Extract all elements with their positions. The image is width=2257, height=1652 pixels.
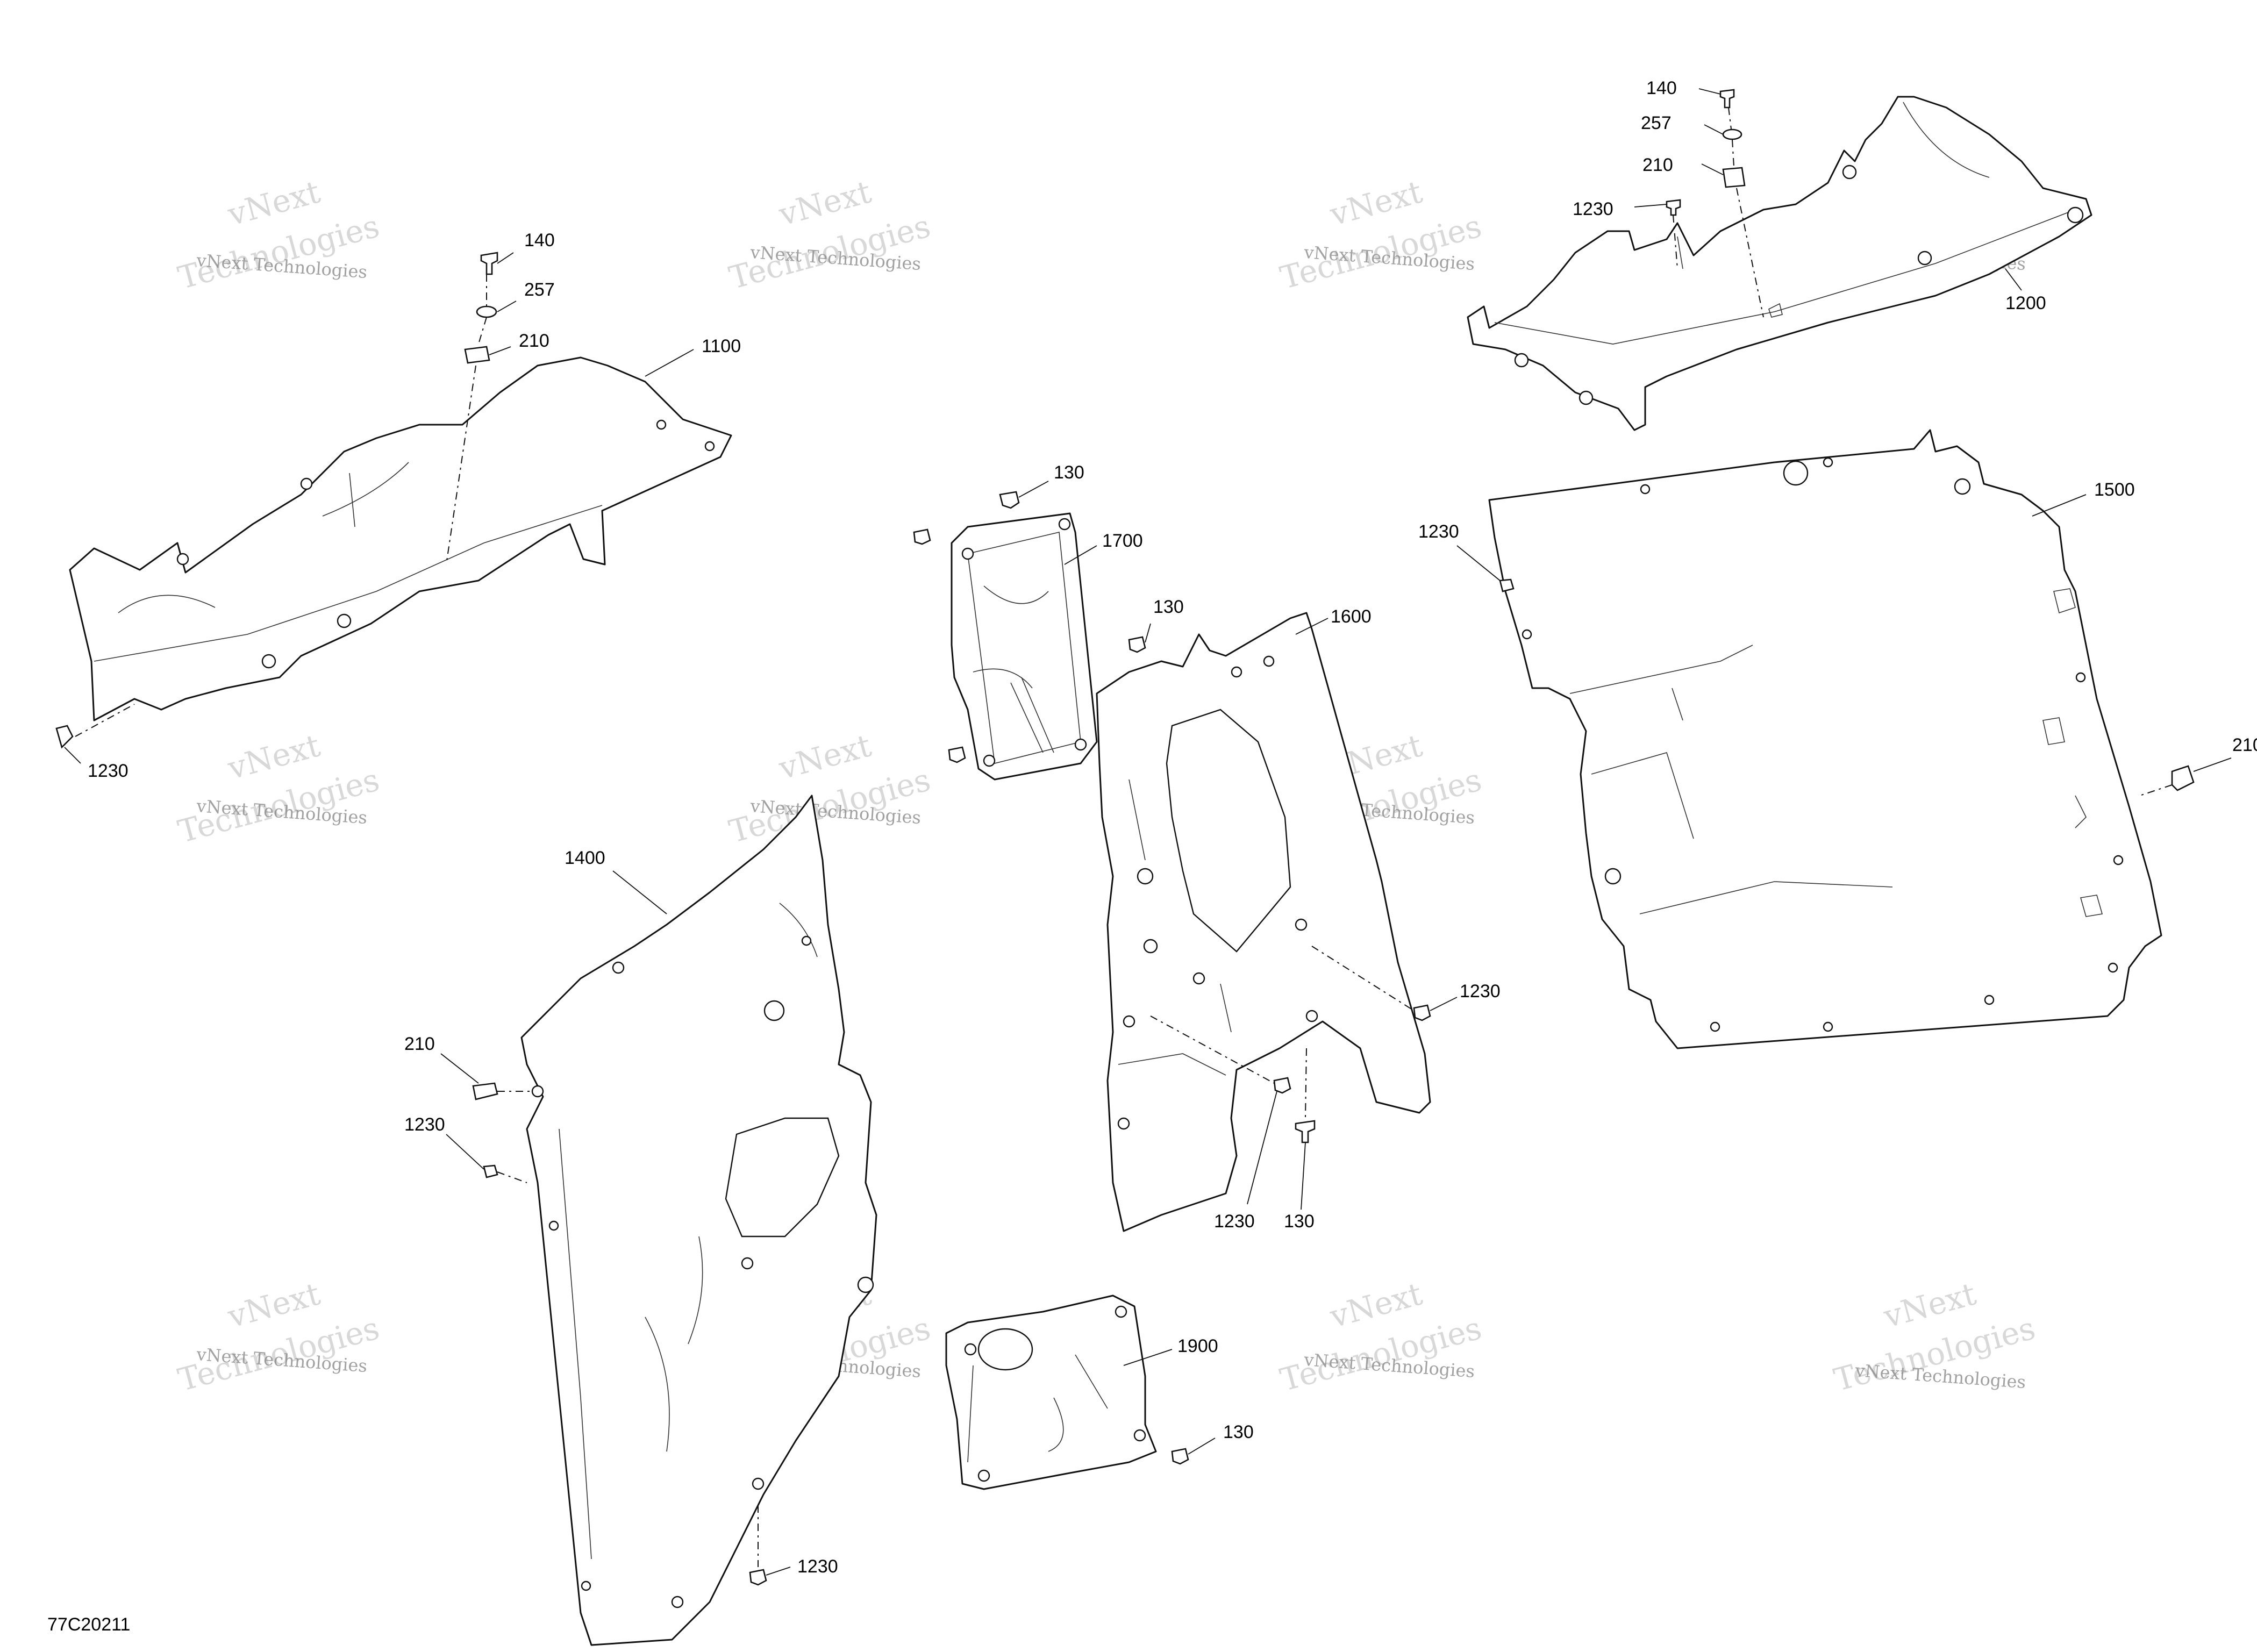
svg-text:vNext: vNext [224,727,324,786]
callout-210: 210 [2232,735,2257,755]
callout-130: 130 [1054,462,1084,483]
clip-210-icon [2171,765,2195,791]
part-1200-panel [1467,96,2092,431]
part-1600-fasteners [1128,618,1458,1210]
callout-130: 130 [1284,1211,1315,1232]
svg-text:vNext: vNext [1326,173,1426,233]
callout-1230: 1230 [1214,1211,1255,1232]
svg-text:vNext: vNext [224,1275,324,1335]
callout-1230: 1230 [404,1114,445,1135]
screw-130-icon [999,491,1020,509]
clip-210-icon [464,346,490,364]
callout-210: 210 [404,1034,435,1054]
svg-text:vNext: vNext [775,173,875,233]
clip-210-icon [472,1082,498,1100]
svg-text:vNext: vNext [775,727,875,786]
callout-1400: 1400 [565,848,605,868]
watermark: vNext Technologies [725,727,934,850]
screw-140-icon [1719,89,1735,109]
screw-1230-icon [55,725,74,749]
callout-1230: 1230 [1573,199,1613,219]
callout-1500: 1500 [2094,480,2135,500]
screw-140-icon [480,252,498,275]
callout-1230: 1230 [1418,521,1459,542]
part-1600-panel [1096,612,1431,1232]
svg-text:vNext: vNext [224,173,324,233]
washer-257-icon [1722,128,1742,140]
watermark: vNext Technologies [174,1275,383,1398]
callout-1230: 1230 [797,1556,838,1577]
callout-1230: 1230 [88,761,128,781]
screw-1230-icon [483,1164,498,1178]
callout-1900: 1900 [1177,1336,1218,1356]
clip-210-icon [1722,167,1746,188]
screw-1230-icon [749,1569,767,1586]
part-1200-fasteners [1634,88,2022,318]
watermark: vNext Technologies [1276,173,1485,296]
screw-130-icon [1171,1448,1189,1465]
screw-1230-icon [1499,578,1515,592]
watermark: vNext Technologies [725,173,934,296]
callout-210: 210 [519,331,549,351]
part-1700-cover [951,512,1098,781]
callout-1100: 1100 [702,336,741,356]
part-1400-panel [520,795,877,1646]
callout-1600: 1600 [1331,606,1372,627]
part-1500-panel [1488,429,2162,1049]
svg-text:vNext: vNext [1880,1275,1980,1335]
part-1100-panel [69,356,732,721]
callout-1700: 1700 [1102,531,1143,551]
watermark: vNext Technologies [174,727,383,850]
callout-1200: 1200 [2005,293,2046,313]
part-1900-fasteners [1123,1349,1216,1465]
part-1100-fasteners [55,252,694,764]
callout-257: 257 [524,280,555,300]
callout-210: 210 [1642,155,1673,175]
callout-257: 257 [1641,113,1672,133]
callout-130: 130 [1223,1422,1254,1442]
part-1500-fasteners [1456,494,2232,796]
part-1700-fasteners [913,481,1097,763]
part-1400-fasteners [440,870,791,1586]
screw-130-icon [913,528,931,545]
drawing-code: 77C20211 [47,1614,130,1635]
callout-140: 140 [524,230,555,251]
screw-130-icon [948,746,966,763]
screw-1230-icon [1413,1004,1431,1021]
callout-labels: 140 257 210 1100 1230 140 257 210 1230 1… [88,78,2257,1577]
callout-130: 130 [1153,597,1184,617]
screw-130-icon [1128,636,1146,653]
screw-1230-icon [1666,199,1681,216]
callout-140: 140 [1646,78,1677,98]
washer-257-icon [476,305,497,318]
part-1900-cover [945,1295,1157,1490]
screw-130-icon [1295,1120,1316,1143]
callout-1230: 1230 [1460,981,1501,1002]
svg-text:vNext: vNext [1326,1275,1426,1335]
screw-1230-icon [1273,1077,1291,1094]
